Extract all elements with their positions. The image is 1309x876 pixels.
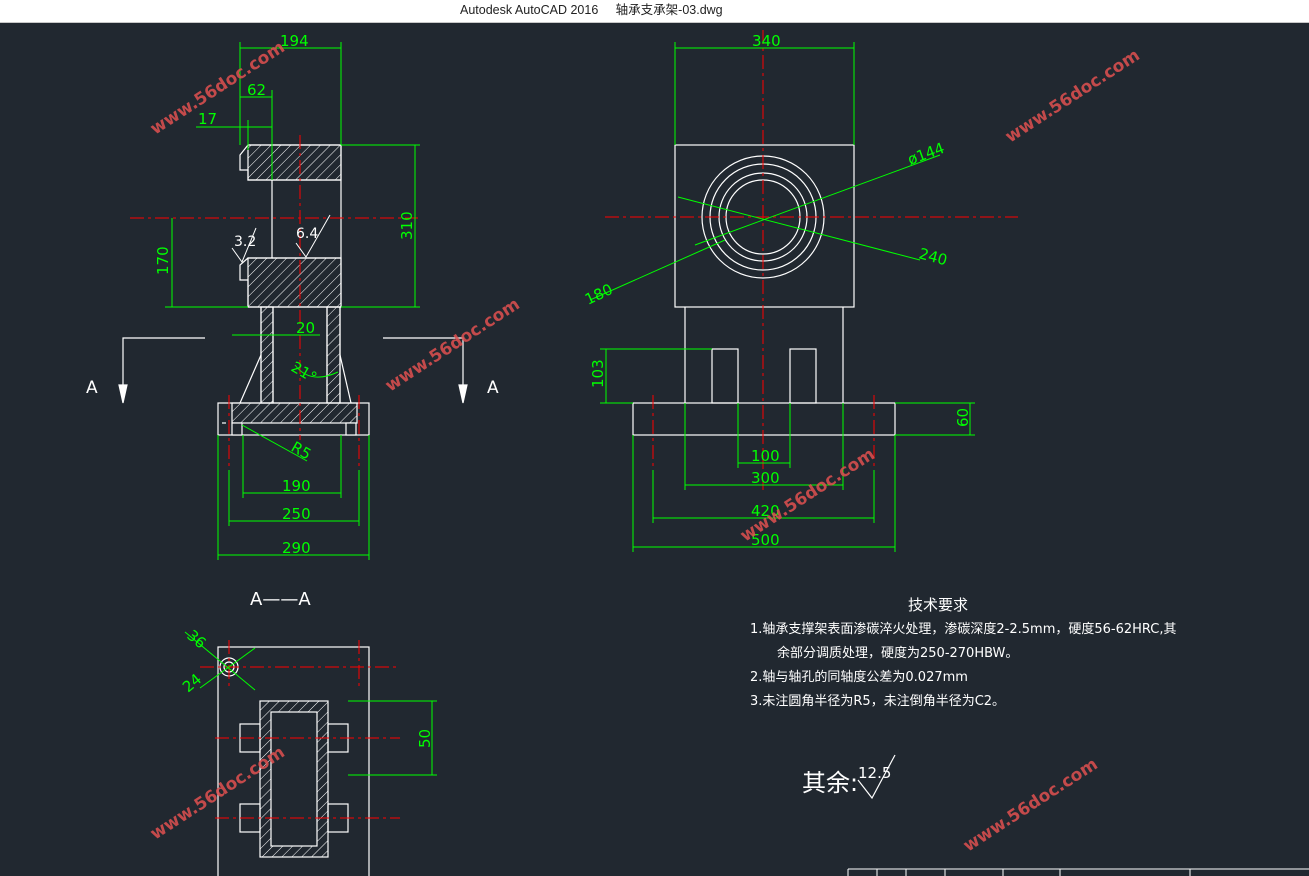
watermark: www.56doc.com <box>147 37 289 139</box>
front-centerlines <box>605 30 1018 490</box>
front-view <box>632 144 896 436</box>
title-bar: Autodesk AutoCAD 2016 轴承支承架-03.dwg <box>0 0 1309 23</box>
cut-label-right: A <box>487 378 499 398</box>
column-hatch-right <box>326 306 341 404</box>
plan-view <box>217 646 370 876</box>
tech-requirements: 技术要求 1.轴承支撑架表面渗碳淬火处理，渗碳深度2-2.5mm，硬度56-62… <box>750 596 1177 797</box>
title-block-fragment <box>847 868 1309 876</box>
rest-label: 其余: <box>802 769 858 797</box>
dim-62: 62 <box>247 81 266 99</box>
tech-title: 技术要求 <box>908 596 968 614</box>
dim-60: 60 <box>954 408 972 427</box>
watermark: www.56doc.com <box>1002 45 1144 147</box>
dim-420: 420 <box>751 502 780 520</box>
dim-100: 100 <box>751 447 780 465</box>
dim-170: 170 <box>154 246 172 275</box>
front-dimensions <box>589 42 975 552</box>
section-label: A——A <box>250 589 311 610</box>
section-dim-text: 194 62 17 170 310 20 21° R5 190 250 290 <box>154 32 416 557</box>
dim-240: 240 <box>917 244 949 269</box>
roughness-3-2: 3.2 <box>234 234 256 250</box>
dim-21-deg: 21° <box>288 358 320 387</box>
watermark: www.56doc.com <box>960 754 1102 856</box>
dim-103: 103 <box>589 359 607 388</box>
dim-36: 36 <box>183 626 209 652</box>
watermark: www.56doc.com <box>382 294 524 396</box>
dim-500: 500 <box>751 531 780 549</box>
dim-24: 24 <box>179 670 205 696</box>
tech-line-4: 3.未注圆角半径为R5，未注倒角半径为C2。 <box>750 694 1005 709</box>
dim-310: 310 <box>398 211 416 240</box>
plan-dimensions <box>184 631 437 776</box>
plan-centerlines <box>200 640 400 819</box>
roughness-6-4: 6.4 <box>296 226 318 242</box>
column-hatch <box>260 306 274 404</box>
dim-250: 250 <box>282 505 311 523</box>
dim-180: 180 <box>582 280 616 308</box>
base-hatch <box>231 402 358 424</box>
roughness-text: 3.2 6.4 <box>234 226 318 250</box>
roughness-symbols <box>231 214 331 264</box>
rest-roughness-symbol <box>857 754 896 800</box>
dim-194: 194 <box>280 32 309 50</box>
section-cut-markers <box>118 337 468 404</box>
dim-300: 300 <box>751 469 780 487</box>
section-view <box>217 144 370 436</box>
section-centerlines <box>130 135 418 470</box>
dim-dia144: ø144 <box>905 139 947 169</box>
dim-290: 290 <box>282 539 311 557</box>
tech-line-3: 2.轴与轴孔的同轴度公差为0.027mm <box>750 669 968 685</box>
dim-r5: R5 <box>288 438 314 464</box>
section-dimensions <box>165 42 420 560</box>
front-dim-text: 340 ø144 240 180 103 60 100 300 420 500 <box>582 32 972 549</box>
dim-340: 340 <box>752 32 781 50</box>
dim-190: 190 <box>282 477 311 495</box>
dim-20: 20 <box>296 319 315 337</box>
cut-label-left: A <box>86 378 98 398</box>
tech-line-2: 余部分调质处理，硬度为250-270HBW。 <box>777 645 1018 661</box>
lower-hatch-band <box>247 257 342 308</box>
rest-roughness-value: 12.5 <box>858 764 891 782</box>
drawing-canvas[interactable]: 194 62 17 170 310 20 21° R5 190 250 290 … <box>0 22 1309 876</box>
dim-17: 17 <box>198 110 217 128</box>
dim-50: 50 <box>416 729 434 748</box>
top-hatch-band <box>247 144 342 181</box>
tech-line-1: 1.轴承支撑架表面渗碳淬火处理，渗碳深度2-2.5mm，硬度56-62HRC,其 <box>750 621 1177 637</box>
window-title: Autodesk AutoCAD 2016 轴承支承架-03.dwg <box>460 3 723 17</box>
